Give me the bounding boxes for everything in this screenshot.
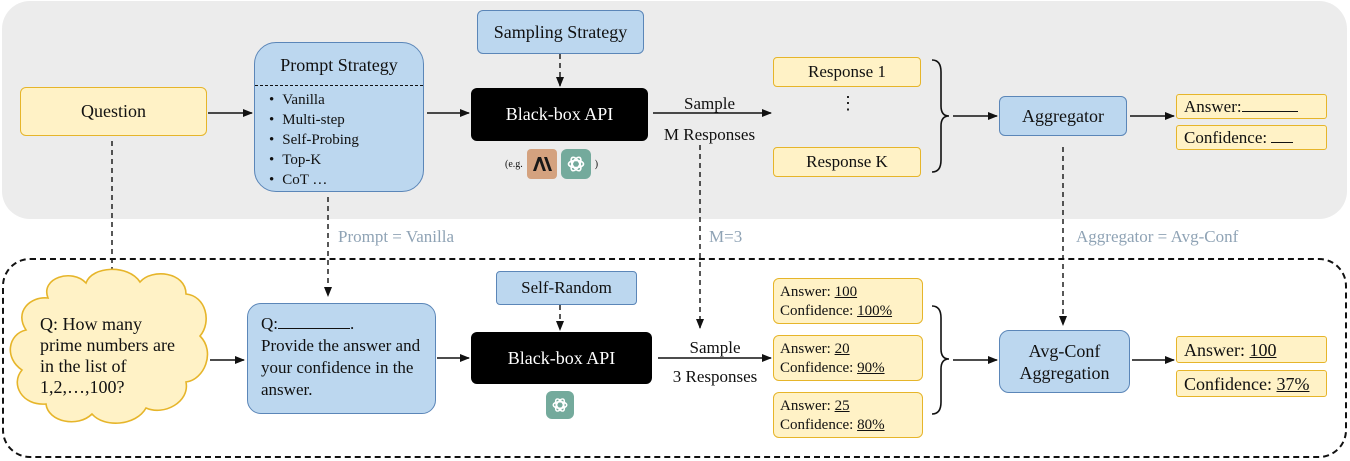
confidence-output-box: Confidence:: [1176, 125, 1327, 150]
response-confidence-line: Confidence: 80%: [780, 416, 922, 435]
avg-conf-aggregation-box: Avg-Conf Aggregation: [999, 330, 1130, 393]
api-examples-prefix: (e.g.: [505, 158, 523, 170]
openai-logo-icon: [560, 149, 591, 179]
confidence-value: 80%: [857, 417, 885, 433]
api-examples-suffix: ): [594, 158, 599, 170]
confidence-value: 90%: [857, 360, 885, 376]
sampling-strategy-label: Sampling Strategy: [493, 21, 628, 42]
confidence-output-label: Confidence:: [1184, 128, 1268, 147]
answer-label: Answer:: [780, 341, 831, 357]
prompt-instruction-text: Provide the answer and your confidence i…: [261, 336, 421, 399]
aggregator-label: Aggregator: [1022, 105, 1104, 126]
response-answer-line: Answer: 100: [780, 283, 922, 302]
sampling-strategy-box: Sampling Strategy: [477, 10, 644, 54]
answer-label: Answer:: [780, 284, 831, 300]
prompt-strategy-box: Prompt Strategy Vanilla Multi-step Self-…: [254, 42, 424, 192]
sample-m-responses-label: Sample M Responses: [652, 88, 767, 150]
response-1-label: Response 1: [808, 62, 886, 81]
response-confidence-line: Confidence: 90%: [780, 359, 922, 378]
m-responses-label: M Responses: [663, 125, 756, 144]
answer-value: 25: [834, 398, 850, 414]
prompt-question-line: Q:.: [261, 313, 435, 335]
sample-3-responses-label: Sample 3 Responses: [660, 333, 770, 391]
aggregator-avg-conf-label: Aggregator = Avg-Conf: [1076, 227, 1239, 246]
api-label: Black-box API: [505, 104, 614, 124]
confidence-label: Confidence:: [780, 417, 854, 433]
response-confidence-line: Confidence: 100%: [780, 302, 922, 321]
confidence-label: Confidence:: [780, 303, 854, 319]
response-1-box: Response 1: [773, 57, 921, 87]
question-label: Question: [81, 101, 146, 121]
black-box-api-example-box: Black-box API: [471, 332, 652, 384]
prompt-q-suffix: .: [350, 314, 355, 333]
response-k-box: Response K: [773, 147, 921, 177]
final-answer-value: 100: [1249, 340, 1277, 360]
response-answer-line: Answer: 20: [780, 340, 922, 359]
prompt-strategy-item: Vanilla: [269, 90, 423, 110]
answer-label: Answer:: [780, 398, 831, 414]
response-box: Answer: 100 Confidence: 100%: [773, 278, 923, 324]
sample-label: Sample: [689, 338, 741, 357]
prompt-q-prefix: Q:: [261, 314, 278, 333]
answer-value: 20: [834, 341, 850, 357]
bottom-example-panel: [2, 258, 1347, 458]
confidence-label: Confidence:: [780, 360, 854, 376]
final-confidence-box: Confidence: 37%: [1176, 370, 1327, 397]
m-equals-3-label: M=3: [709, 227, 743, 246]
final-answer-box: Answer: 100: [1176, 336, 1327, 363]
black-box-api-box: Black-box API: [471, 88, 648, 141]
self-random-box: Self-Random: [496, 271, 637, 305]
answer-output-box: Answer:: [1176, 94, 1327, 119]
prompt-vanilla-label: Prompt = Vanilla: [338, 227, 454, 246]
sample-label: Sample: [684, 94, 735, 113]
answer-output-label: Answer:: [1184, 97, 1242, 116]
vdots-text: ⋮: [839, 93, 857, 113]
three-responses-label: 3 Responses: [672, 367, 758, 386]
final-confidence-label: Confidence:: [1184, 374, 1272, 394]
openai-logo-icon: [546, 391, 574, 419]
prompt-strategy-item: Top-K: [269, 150, 423, 170]
final-confidence-value: 37%: [1276, 374, 1310, 394]
prompt-strategy-item: CoT …: [269, 170, 423, 190]
prompt-strategy-title: Prompt Strategy: [280, 55, 398, 75]
prompt-strategy-divider: [255, 85, 423, 86]
self-random-label: Self-Random: [521, 278, 612, 297]
vertical-ellipsis: ⋮: [838, 93, 858, 113]
question-cloud-shape: [9, 268, 209, 424]
response-box: Answer: 20 Confidence: 90%: [773, 335, 923, 381]
anthropic-logo-icon: [526, 149, 557, 179]
confidence-value: 100%: [857, 303, 893, 319]
api-example-label: Black-box API: [507, 347, 616, 368]
answer-blank: [1241, 99, 1298, 112]
prompt-template-box: Q:. Provide the answer and your confiden…: [247, 303, 436, 414]
confidence-blank: [1271, 130, 1294, 143]
response-box: Answer: 25 Confidence: 80%: [773, 392, 923, 438]
question-box: Question: [20, 87, 207, 136]
answer-value: 100: [834, 284, 858, 300]
question-cloud-text: Q: How many prime numbers are in the lis…: [40, 314, 175, 397]
prompt-strategy-list: Vanilla Multi-step Self-Probing Top-K Co…: [269, 90, 423, 190]
avg-conf-aggregation-label: Avg-Conf Aggregation: [1019, 340, 1110, 383]
prompt-strategy-item: Multi-step: [269, 110, 423, 130]
prompt-strategy-item: Self-Probing: [269, 130, 423, 150]
response-answer-line: Answer: 25: [780, 397, 922, 416]
api-examples: (e.g. ): [505, 148, 615, 180]
prompt-q-blank: [278, 316, 350, 329]
aggregator-box: Aggregator: [999, 96, 1127, 136]
final-answer-label: Answer:: [1184, 340, 1245, 360]
response-k-label: Response K: [806, 152, 888, 171]
